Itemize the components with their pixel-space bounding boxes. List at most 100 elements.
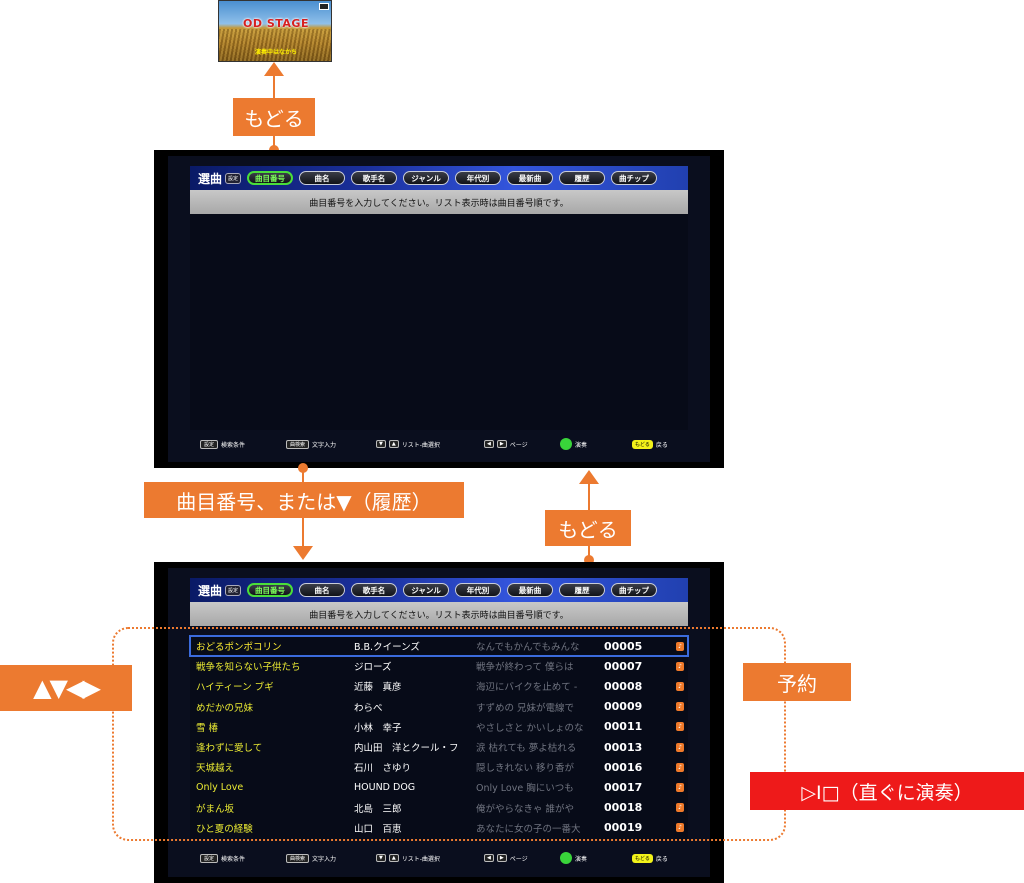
tab-song-name[interactable]: 曲名 bbox=[299, 171, 346, 185]
song-artist: HOUND DOG bbox=[354, 781, 416, 793]
song-title: 雪 椿 bbox=[196, 722, 219, 734]
song-title: Only Love bbox=[196, 781, 244, 793]
song-number: 00005 bbox=[604, 639, 643, 653]
connector-line bbox=[302, 470, 304, 484]
search-key-label: 文字入力 bbox=[312, 441, 337, 449]
song-number: 00019 bbox=[604, 821, 643, 835]
instruction-message: 曲目番号を入力してください。リスト表示時は曲目番号順です。 bbox=[190, 602, 688, 626]
settings-key[interactable]: 設定 bbox=[200, 439, 219, 449]
tab-song-number[interactable]: 曲目番号 bbox=[247, 171, 294, 185]
song-artist: 小林 幸子 bbox=[354, 722, 402, 734]
tab-history[interactable]: 履歴 bbox=[559, 171, 606, 185]
connector-dot bbox=[584, 555, 594, 565]
tab-by-era[interactable]: 年代別 bbox=[455, 583, 502, 597]
arrow-up-icon bbox=[264, 62, 284, 76]
back-key[interactable]: もどる bbox=[632, 853, 653, 863]
footer-bar: 設定 検索条件 曲検索 文字入力 ▼ ▲ リスト-曲選択 ◀ ▶ ページ 演奏 bbox=[190, 850, 688, 866]
page-label: ページ bbox=[509, 441, 528, 449]
tab-bar: 選曲 設定 曲目番号 曲名 歌手名 ジャンル 年代別 最新曲 履歴 曲チップ bbox=[190, 578, 688, 602]
tab-artist[interactable]: 歌手名 bbox=[351, 583, 398, 597]
song-lyric: あなたに女の子の一番大 bbox=[476, 823, 581, 835]
instruction-message: 曲目番号を入力してください。リスト表示時は曲目番号順です。 bbox=[190, 190, 688, 214]
song-artist: 北島 三郎 bbox=[354, 803, 402, 815]
song-title: 戦争を知らない子供たち bbox=[196, 662, 301, 674]
song-title: おどるポンポコリン bbox=[196, 642, 282, 653]
song-number: 00008 bbox=[604, 679, 643, 693]
down-key-icon[interactable]: ▼ bbox=[376, 440, 386, 448]
song-number: 00013 bbox=[604, 740, 643, 754]
left-key-icon[interactable]: ◀ bbox=[484, 440, 494, 448]
song-select-screen-list: 選曲 設定 曲目番号 曲名 歌手名 ジャンル 年代別 最新曲 履歴 曲チップ 曲… bbox=[154, 562, 724, 883]
tab-song-chip[interactable]: 曲チップ bbox=[611, 171, 658, 185]
song-row[interactable]: ハイティーン ブギ近藤 真彦海辺にバイクを止めて -00008♪ bbox=[190, 676, 688, 696]
tab-artist[interactable]: 歌手名 bbox=[351, 171, 398, 185]
thumbnail-title: OD STAGE bbox=[243, 17, 309, 30]
music-note-icon: ♪ bbox=[676, 823, 684, 833]
tab-newest[interactable]: 最新曲 bbox=[507, 171, 554, 185]
music-note-icon: ♪ bbox=[676, 722, 684, 732]
connector-line bbox=[588, 546, 590, 556]
tab-history[interactable]: 履歴 bbox=[559, 583, 606, 597]
tab-newest[interactable]: 最新曲 bbox=[507, 583, 554, 597]
tab-bar: 選曲 設定 曲目番号 曲名 歌手名 ジャンル 年代別 最新曲 履歴 曲チップ bbox=[190, 166, 688, 190]
up-key-icon[interactable]: ▲ bbox=[388, 440, 399, 448]
song-title: ハイティーン ブギ bbox=[196, 682, 274, 694]
thumbnail-subtitle: 演奏中はなかち bbox=[254, 49, 297, 56]
page-label: ページ bbox=[509, 855, 528, 863]
song-lyric: なんでもかんでもみんな bbox=[476, 642, 580, 653]
tab-song-chip[interactable]: 曲チップ bbox=[611, 583, 658, 597]
search-key[interactable]: 曲検索 bbox=[286, 853, 310, 863]
search-key[interactable]: 曲検索 bbox=[286, 439, 310, 449]
settings-key[interactable]: 設定 bbox=[200, 853, 219, 863]
down-key-icon[interactable]: ▼ bbox=[376, 854, 386, 862]
tab-genre[interactable]: ジャンル bbox=[403, 171, 450, 185]
connector-line bbox=[273, 74, 275, 98]
song-title: ひと夏の経験 bbox=[196, 823, 253, 835]
left-key-icon[interactable]: ◀ bbox=[484, 854, 494, 862]
song-artist: ジローズ bbox=[354, 662, 392, 674]
song-lyric: やさしさと かいしょのな bbox=[476, 722, 584, 734]
song-artist: わらべ bbox=[354, 702, 383, 714]
song-lyric: 俺がやらなきゃ 誰がや bbox=[476, 803, 575, 815]
music-note-icon: ♪ bbox=[676, 803, 684, 813]
play-button-icon[interactable] bbox=[560, 852, 572, 864]
tab-song-name[interactable]: 曲名 bbox=[299, 583, 346, 597]
up-key-icon[interactable]: ▲ bbox=[388, 854, 399, 862]
song-number: 00018 bbox=[604, 801, 643, 815]
music-note-icon: ♪ bbox=[676, 681, 684, 691]
arrow-up-icon bbox=[579, 470, 599, 484]
play-button-icon[interactable] bbox=[560, 438, 572, 450]
connector-line bbox=[273, 136, 275, 146]
song-lyric: 海辺にバイクを止めて - bbox=[476, 682, 578, 694]
song-artist: B.B.クイーンズ bbox=[354, 642, 420, 653]
back-label: 戻る bbox=[655, 441, 668, 449]
song-lyric: すずめの 兄妹が電線で bbox=[476, 702, 575, 714]
list-selection-outline bbox=[112, 627, 786, 841]
empty-list-area bbox=[190, 214, 688, 430]
right-key-icon[interactable]: ▶ bbox=[496, 854, 507, 862]
song-number: 00007 bbox=[604, 659, 643, 673]
tab-genre[interactable]: ジャンル bbox=[403, 583, 450, 597]
play-label: 演奏 bbox=[575, 855, 588, 863]
song-row[interactable]: がまん坂 北島 三郎 俺がやらなきゃ 誰がや 00018 ♪ bbox=[190, 798, 688, 818]
corner-icon bbox=[319, 3, 329, 10]
song-title: めだかの兄妹 bbox=[196, 702, 254, 714]
settings-badge[interactable]: 設定 bbox=[225, 172, 242, 184]
back-key[interactable]: もどる bbox=[632, 439, 653, 449]
song-title: がまん坂 bbox=[196, 803, 235, 815]
settings-badge[interactable]: 設定 bbox=[225, 584, 242, 596]
tab-by-era[interactable]: 年代別 bbox=[455, 171, 502, 185]
right-key-icon[interactable]: ▶ bbox=[496, 440, 507, 448]
connector-line bbox=[302, 518, 304, 548]
tab-song-number[interactable]: 曲目番号 bbox=[247, 583, 294, 597]
settings-key-label: 検索条件 bbox=[221, 855, 246, 863]
music-note-icon: ♪ bbox=[676, 661, 684, 671]
